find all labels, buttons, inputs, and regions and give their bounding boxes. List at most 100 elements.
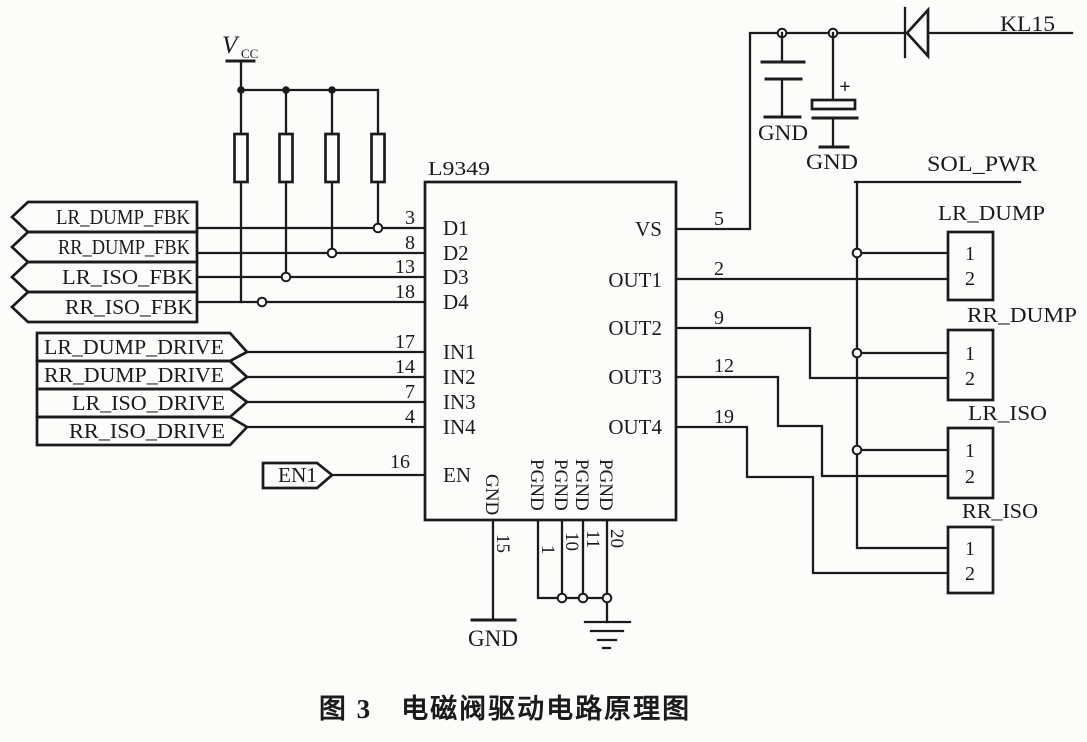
- ic-part-number: L9349: [428, 158, 490, 180]
- ic-pin-label: IN4: [443, 415, 476, 439]
- pin-number: 13: [395, 256, 415, 278]
- pin-number: 19: [714, 406, 734, 428]
- ic-pin-label: PGND: [571, 459, 592, 511]
- en1-flag: EN1: [261, 461, 427, 490]
- junction-circle: [556, 592, 568, 604]
- pin-number: 8: [405, 232, 415, 254]
- signal-flag-lr-dump-drive: [35, 331, 250, 363]
- connector-label: LR_DUMP: [938, 201, 1045, 225]
- solenoid-connectors: LR_DUMP 1 2 RR_DUMP 1 2 LR_ISO 1 2 RR_IS…: [938, 201, 1077, 595]
- pin-number: 7: [405, 381, 415, 403]
- pin-number: 2: [714, 258, 724, 280]
- flag-label: EN1: [278, 463, 317, 487]
- junction-dot: [237, 86, 245, 94]
- vcc-rail: [239, 88, 380, 136]
- ic-pin-label: IN1: [443, 340, 476, 364]
- junction-circle: [326, 247, 338, 259]
- fbk-wires: [195, 222, 427, 308]
- signal-flag-rr-dump-drive: [35, 359, 250, 391]
- connector-pin: 2: [965, 368, 975, 390]
- wire-out2: [674, 326, 950, 380]
- flag-label: LR_DUMP_FBK: [56, 205, 190, 229]
- pin-number: 16: [390, 451, 410, 473]
- pin-number: 5: [714, 208, 724, 230]
- signal-flag-lr-dump-fbk: [10, 200, 199, 234]
- junction-circle: [372, 222, 384, 234]
- pullup-resistor: [324, 132, 340, 184]
- electrolytic-capacitor: + GND: [806, 31, 859, 174]
- pin-number: 1: [537, 545, 558, 555]
- gnd-label: GND: [806, 149, 858, 174]
- plus-sign: +: [839, 76, 850, 98]
- pin-number: 10: [561, 532, 582, 551]
- output-wires: [674, 31, 950, 575]
- pin-number: 17: [395, 331, 415, 353]
- ic-pin-label: IN3: [443, 390, 476, 414]
- figure-caption: 图 3 电磁阀驱动电路原理图: [319, 693, 691, 724]
- pin-number: 15: [492, 534, 513, 553]
- connector-pin: 1: [965, 343, 975, 365]
- cap-positive-plate: [810, 98, 857, 111]
- bottom-grounds: GND 15 1 10 11 20: [468, 518, 632, 651]
- connector-pin: 2: [965, 268, 975, 290]
- ic-pin-label: D1: [443, 216, 469, 240]
- ic-pin-label: PGND: [595, 459, 616, 511]
- earth-ground-icon: [583, 620, 632, 650]
- connector-lr-dump: [946, 230, 995, 302]
- drive-flags: LR_DUMP_DRIVE RR_DUMP_DRIVE LR_ISO_DRIVE…: [35, 331, 427, 447]
- pullup-resistor: [278, 132, 294, 184]
- pin-numbers-right: 5 2 9 12 19: [714, 208, 734, 428]
- pullup-resistor-network: [233, 86, 386, 304]
- pin-numbers-left: 3 8 13 18 17 14 7 4 16: [390, 207, 415, 473]
- ic-pin-label: OUT3: [608, 365, 662, 389]
- pin-number: 4: [405, 406, 415, 428]
- sol-pwr-vertical: [855, 180, 950, 550]
- junction-circle: [851, 347, 863, 359]
- signal-flag-rr-dump-fbk: [10, 230, 199, 264]
- pin-number: 20: [606, 529, 627, 548]
- pin-number: 11: [582, 530, 603, 548]
- connector-pin: 2: [965, 563, 975, 585]
- ic-body: [423, 180, 678, 522]
- ic-pin-label: VS: [635, 217, 662, 241]
- flag-label: RR_ISO_DRIVE: [69, 419, 225, 443]
- fbk-flags: LR_DUMP_FBK RR_DUMP_FBK LR_ISO_FBK RR_IS…: [10, 200, 199, 324]
- pin-number: 14: [395, 356, 415, 378]
- junction-circle: [601, 592, 613, 604]
- pin-number: 18: [395, 281, 415, 303]
- diode-triangle: [905, 6, 930, 60]
- flag-label: RR_DUMP_FBK: [58, 235, 190, 259]
- connector-pin: 2: [965, 466, 975, 488]
- junction-circle: [577, 592, 589, 604]
- wire-out3: [674, 375, 950, 478]
- ic-pin-label: D4: [443, 290, 469, 314]
- ic-pin-label: OUT4: [608, 415, 662, 439]
- junction-circle: [851, 444, 863, 456]
- flag-label: LR_ISO_FBK: [62, 265, 193, 289]
- kl15-label: KL15: [1000, 11, 1055, 36]
- pin-number: 9: [714, 307, 724, 329]
- flag-label: LR_DUMP_DRIVE: [44, 335, 224, 359]
- connector-label: RR_DUMP: [967, 303, 1077, 327]
- signal-flag-en1: [261, 461, 335, 490]
- connector-lr-iso: [946, 426, 995, 500]
- signal-flag-rr-iso-fbk: [10, 290, 199, 324]
- signal-flag-lr-iso-drive: [35, 387, 250, 419]
- junction-circle: [851, 247, 863, 259]
- junction-circle: [280, 271, 292, 283]
- power-entry: KL15 GND + GND: [758, 6, 1074, 174]
- gnd-label: GND: [468, 626, 518, 651]
- ic-pin-label: OUT1: [608, 268, 662, 292]
- filter-capacitor: GND: [758, 31, 808, 145]
- connector-label: RR_ISO: [962, 499, 1038, 523]
- signal-flag-rr-iso-drive: [35, 415, 250, 447]
- flag-label: RR_ISO_FBK: [65, 295, 193, 319]
- ic-pin-label: EN: [443, 463, 471, 487]
- signal-flag-lr-iso-fbk: [10, 260, 199, 294]
- ic-pin-label: D2: [443, 241, 469, 265]
- connector-label: LR_ISO: [968, 401, 1047, 425]
- ic-l9349: L9349 D1 D2 D3 D4 IN1 IN2 IN3 IN4 EN VS …: [423, 158, 678, 522]
- connector-pin: 1: [965, 538, 975, 560]
